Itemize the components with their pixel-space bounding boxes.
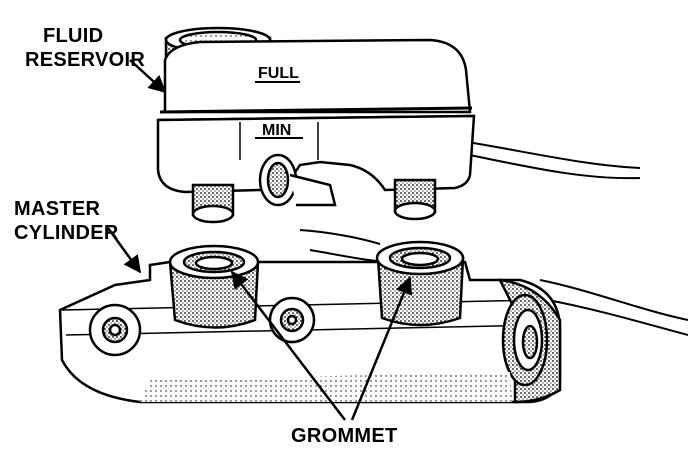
level-sensor-connector xyxy=(258,153,337,207)
fluid-reservoir-label: FLUID RESERVOIR xyxy=(25,24,145,72)
grommet-left xyxy=(168,244,260,329)
reservoir-outlet-right xyxy=(393,178,437,221)
full-mark-label: FULL xyxy=(258,65,299,82)
grommet-right xyxy=(375,240,465,327)
master-cylinder-leader xyxy=(106,227,142,274)
reservoir-outlet-left xyxy=(191,183,235,224)
mount-boss-left xyxy=(88,303,142,357)
master-cylinder-label: MASTER CYLINDER xyxy=(14,197,119,245)
master-cylinder-label-line1: MASTER xyxy=(14,198,101,220)
master-cylinder-body xyxy=(58,260,562,404)
grommet-leader-right xyxy=(350,276,413,421)
mount-boss-center xyxy=(268,296,316,344)
grommet-label: GROMMET xyxy=(291,425,398,447)
brake-lines xyxy=(454,139,688,336)
fluid-reservoir-leader xyxy=(129,59,167,94)
grommet-leader-left xyxy=(230,270,346,421)
fluid-reservoir-label-line2: RESERVOIR xyxy=(25,49,146,71)
fluid-reservoir xyxy=(156,26,476,224)
min-mark-label: MIN xyxy=(262,122,291,139)
leader-lines xyxy=(106,59,413,421)
master-cylinder-label-line2: CYLINDER xyxy=(14,222,119,244)
fluid-reservoir-label-line1: FLUID xyxy=(43,25,104,47)
